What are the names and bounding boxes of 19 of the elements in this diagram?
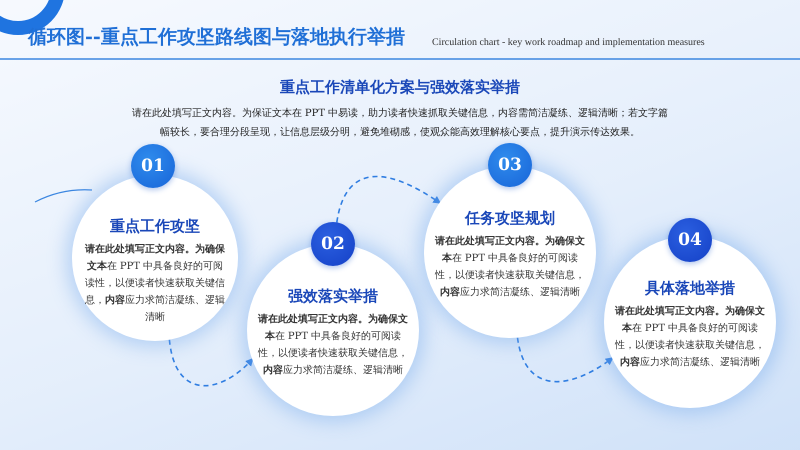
number-badge: 02 <box>311 222 355 266</box>
circle-heading: 重点工作攻坚 <box>110 217 200 236</box>
intro-paragraph: 请在此处填写正文内容。为保证文本在 PPT 中易读，助力读者快速抓取关键信息，内容需简洁凝练、逻辑清晰；若文字篇幅较长，要合理分段呈现，让信息层级分明，避免堆砌感，使观众能高效理解核心要点，提升演示传达效果。 <box>130 106 670 140</box>
circle-body-text: 请在此处填写正文内容。为确保文本在 PPT 中具备良好的可阅读性，以便读者快速获取关键信息，内容应力求简洁凝练、逻辑清晰 <box>434 234 586 300</box>
circle-heading: 具体落地举措 <box>645 279 735 298</box>
number-badge: 04 <box>668 218 712 262</box>
circle-body-text: 请在此处填写正文内容。为确保文本在 PPT 中具备良好的可阅读性，以便读者快速获取关键信息，内容应力求简洁凝练、逻辑清晰 <box>258 312 408 378</box>
circle-heading: 强效落实举措 <box>288 287 378 306</box>
circle-body-text: 请在此处填写正文内容。为确保文本在 PPT 中具备良好的可阅读性，以便读者快速获取关键信息，内容应力求简洁凝练、逻辑清晰 <box>614 304 766 370</box>
section-heading: 重点工作清单化方案与强效落实举措 <box>279 78 521 97</box>
dashed-arrow <box>336 176 442 222</box>
dashed-arrow <box>516 338 614 382</box>
circle-body-text: 请在此处填写正文内容。为确保文本在 PPT 中具备良好的可阅读性，以便读者快速获取关键信息，内容应力求简洁凝练、逻辑清晰 <box>84 242 226 325</box>
number-badge: 03 <box>488 143 532 187</box>
number-badge: 01 <box>131 144 175 188</box>
dashed-arrow <box>168 340 254 386</box>
circle-heading: 任务攻坚规划 <box>465 209 555 228</box>
main-title: 循环图--重点工作攻坚路线图与落地执行举措 <box>28 25 405 50</box>
english-subtitle: Circulation chart - key work roadmap and implementation measures <box>432 37 705 48</box>
